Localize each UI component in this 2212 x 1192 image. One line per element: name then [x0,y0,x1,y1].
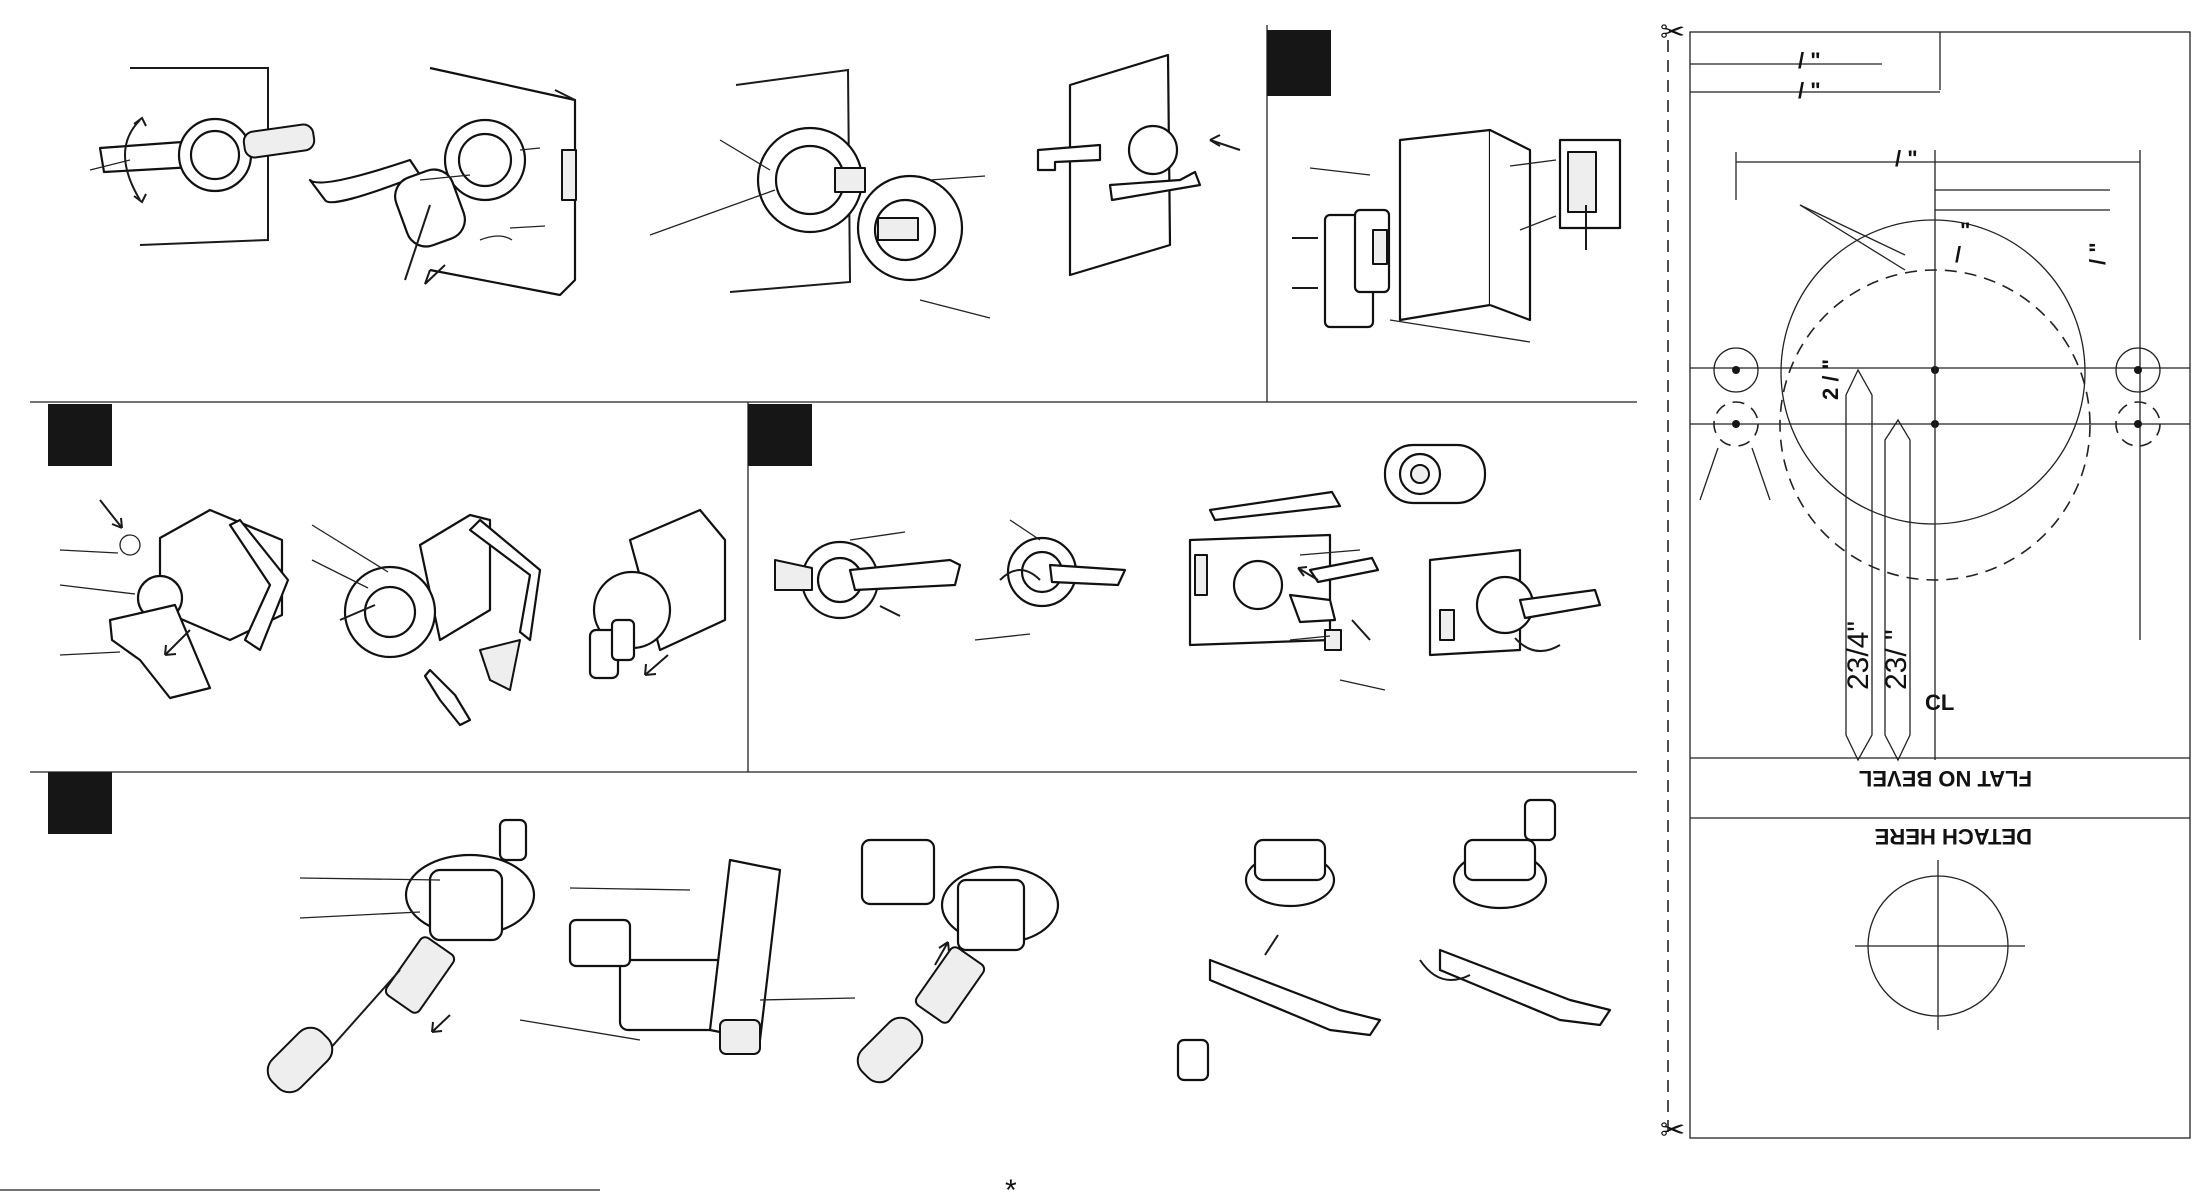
strip-1-label: 23/4" [1842,621,1875,690]
illustration-lever-removal [90,68,315,245]
dim-center: / " [1895,146,1918,171]
dim-small-1: " [1960,218,1970,243]
strip-2-label: 23/ " [1880,629,1913,690]
footer-mark: * [1005,1174,1017,1192]
illustration-step4-cylinder-closeup [1385,445,1485,503]
template-border [1690,32,2190,1138]
illustration-step4-key-insert [775,532,960,618]
dim-left-vertical: 2 / " [1818,359,1843,400]
centerline-mark: CL [1925,690,1954,715]
step-marker-3 [48,404,112,466]
illustration-door-with-lever [1038,55,1240,275]
step-marker-2 [1267,30,1331,96]
illustration-step4-key-turn [975,520,1125,640]
dim-top-1: / " [1798,48,1821,73]
illustration-lever-catch [310,68,576,295]
illustration-step3-chassis-remove [590,510,725,678]
detach-here-label: DETACH HERE [1875,824,2032,849]
illustration-step5-disassembly-1 [261,820,534,1099]
illustration-strike-plate [1292,130,1620,342]
illustration-step5-assembly-3 [1420,800,1610,1025]
dim-right: / " [2085,242,2110,265]
step-marker-5 [48,772,112,834]
drilling-template: ✂ ✂ [1660,16,2190,1147]
scissors-icon-top: ✂ [1660,16,1685,49]
dim-top-2: / " [1798,78,1821,103]
illustration-step3-lever-remove [60,500,288,698]
illustration-step5-assembly-2 [1178,840,1380,1080]
dim-small-2: / [1955,242,1961,267]
illustration-step5-assembly-1 [851,840,1058,1089]
illustration-step5-disassembly-2 [520,860,855,1054]
step-marker-4 [748,404,812,466]
illustration-rose-detail [650,70,990,318]
illustration-step4-lever-install [1190,492,1385,690]
scissors-icon-bottom: ✂ [1660,1114,1685,1147]
flat-no-bevel-label: FLAT NO BEVEL [1859,766,2032,791]
illustration-step4-lever-final [1430,550,1600,655]
illustration-step3-rose-remove [312,515,540,725]
